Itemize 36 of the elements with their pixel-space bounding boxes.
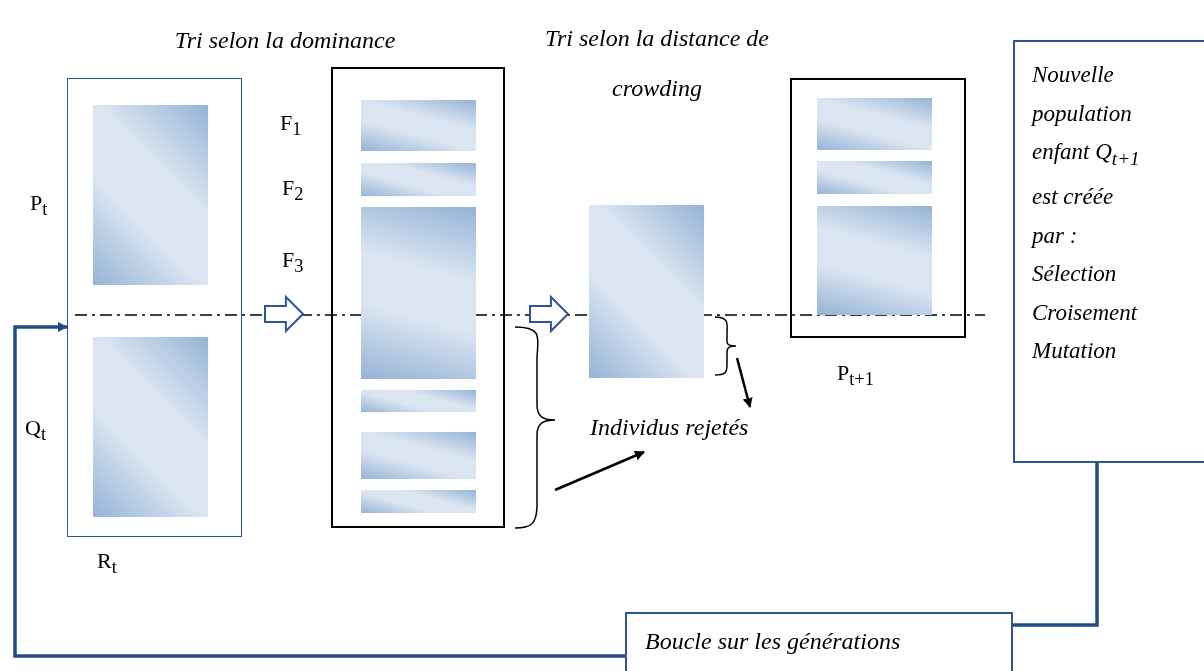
- arrow: [13, 322, 625, 658]
- step-heading: Tri selon la distance de crowding: [544, 24, 770, 103]
- set-label: F$_{2}$: [282, 175, 304, 206]
- operator-text: Mutation: [1032, 337, 1118, 366]
- front-bar: [817, 98, 932, 150]
- operator-text: Croisement: [1032, 298, 1139, 327]
- set-label: Q$_{t}$: [25, 415, 46, 446]
- front-bar: [361, 432, 476, 479]
- solution-block: [589, 205, 704, 378]
- set-label: P$_{t}$: [30, 190, 48, 221]
- front-bar: [361, 207, 476, 379]
- set-label: F$_{3}$: [282, 247, 304, 278]
- operator-panel: [1013, 40, 1204, 463]
- loop-box: [625, 612, 1013, 671]
- block-arrow: [529, 294, 570, 334]
- front-bar: [361, 390, 476, 412]
- front-bar: [361, 100, 476, 151]
- front-bar: [817, 161, 932, 194]
- fronts-frame: [331, 67, 505, 528]
- front-bar: [361, 490, 476, 513]
- block-arrow: [264, 294, 305, 334]
- solution-block: [93, 337, 208, 517]
- set-label: F$_{1}$: [280, 110, 302, 141]
- description-text: Nouvelle population enfant Q$_{t+1}$ est créée par :: [1032, 61, 1141, 250]
- arrow: [554, 450, 645, 492]
- front-bar: [817, 206, 932, 315]
- annotation-text: Individus rejetés: [590, 414, 749, 441]
- population-label: P$_{t+1}$: [837, 360, 874, 391]
- population-label: R$_{t}$: [97, 548, 117, 579]
- solution-block: [93, 105, 208, 285]
- front-bar: [361, 163, 476, 196]
- loop-text: Boucle sur les générations: [645, 628, 901, 654]
- operator-text: Sélection: [1032, 260, 1118, 289]
- arrow: [735, 357, 753, 408]
- step-heading: Tri selon la dominance: [173, 26, 397, 55]
- connector-line: [1013, 463, 1099, 627]
